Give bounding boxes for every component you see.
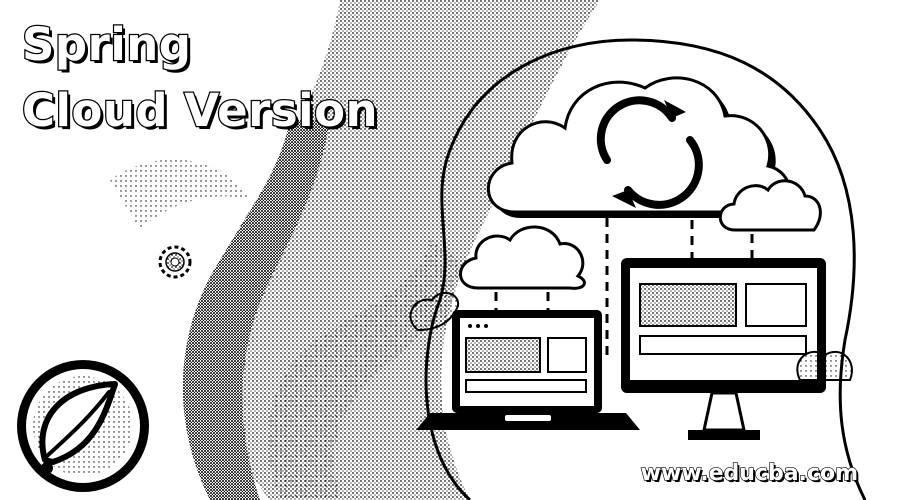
monitor-icon [621,258,826,440]
decor-bushes [409,291,853,381]
website-url[interactable]: www.educba.com [640,460,859,486]
spring-leaf-icon [17,360,149,492]
small-cloud-left [459,225,586,290]
laptop-icon [416,310,640,430]
title-line-1: Spring [21,18,192,71]
cloud-sync-icon [486,76,796,218]
small-cloud-right [718,179,822,232]
title-line-2: Cloud Version [21,84,379,137]
gear-icon [158,245,192,279]
stipple-swoosh [110,0,600,500]
